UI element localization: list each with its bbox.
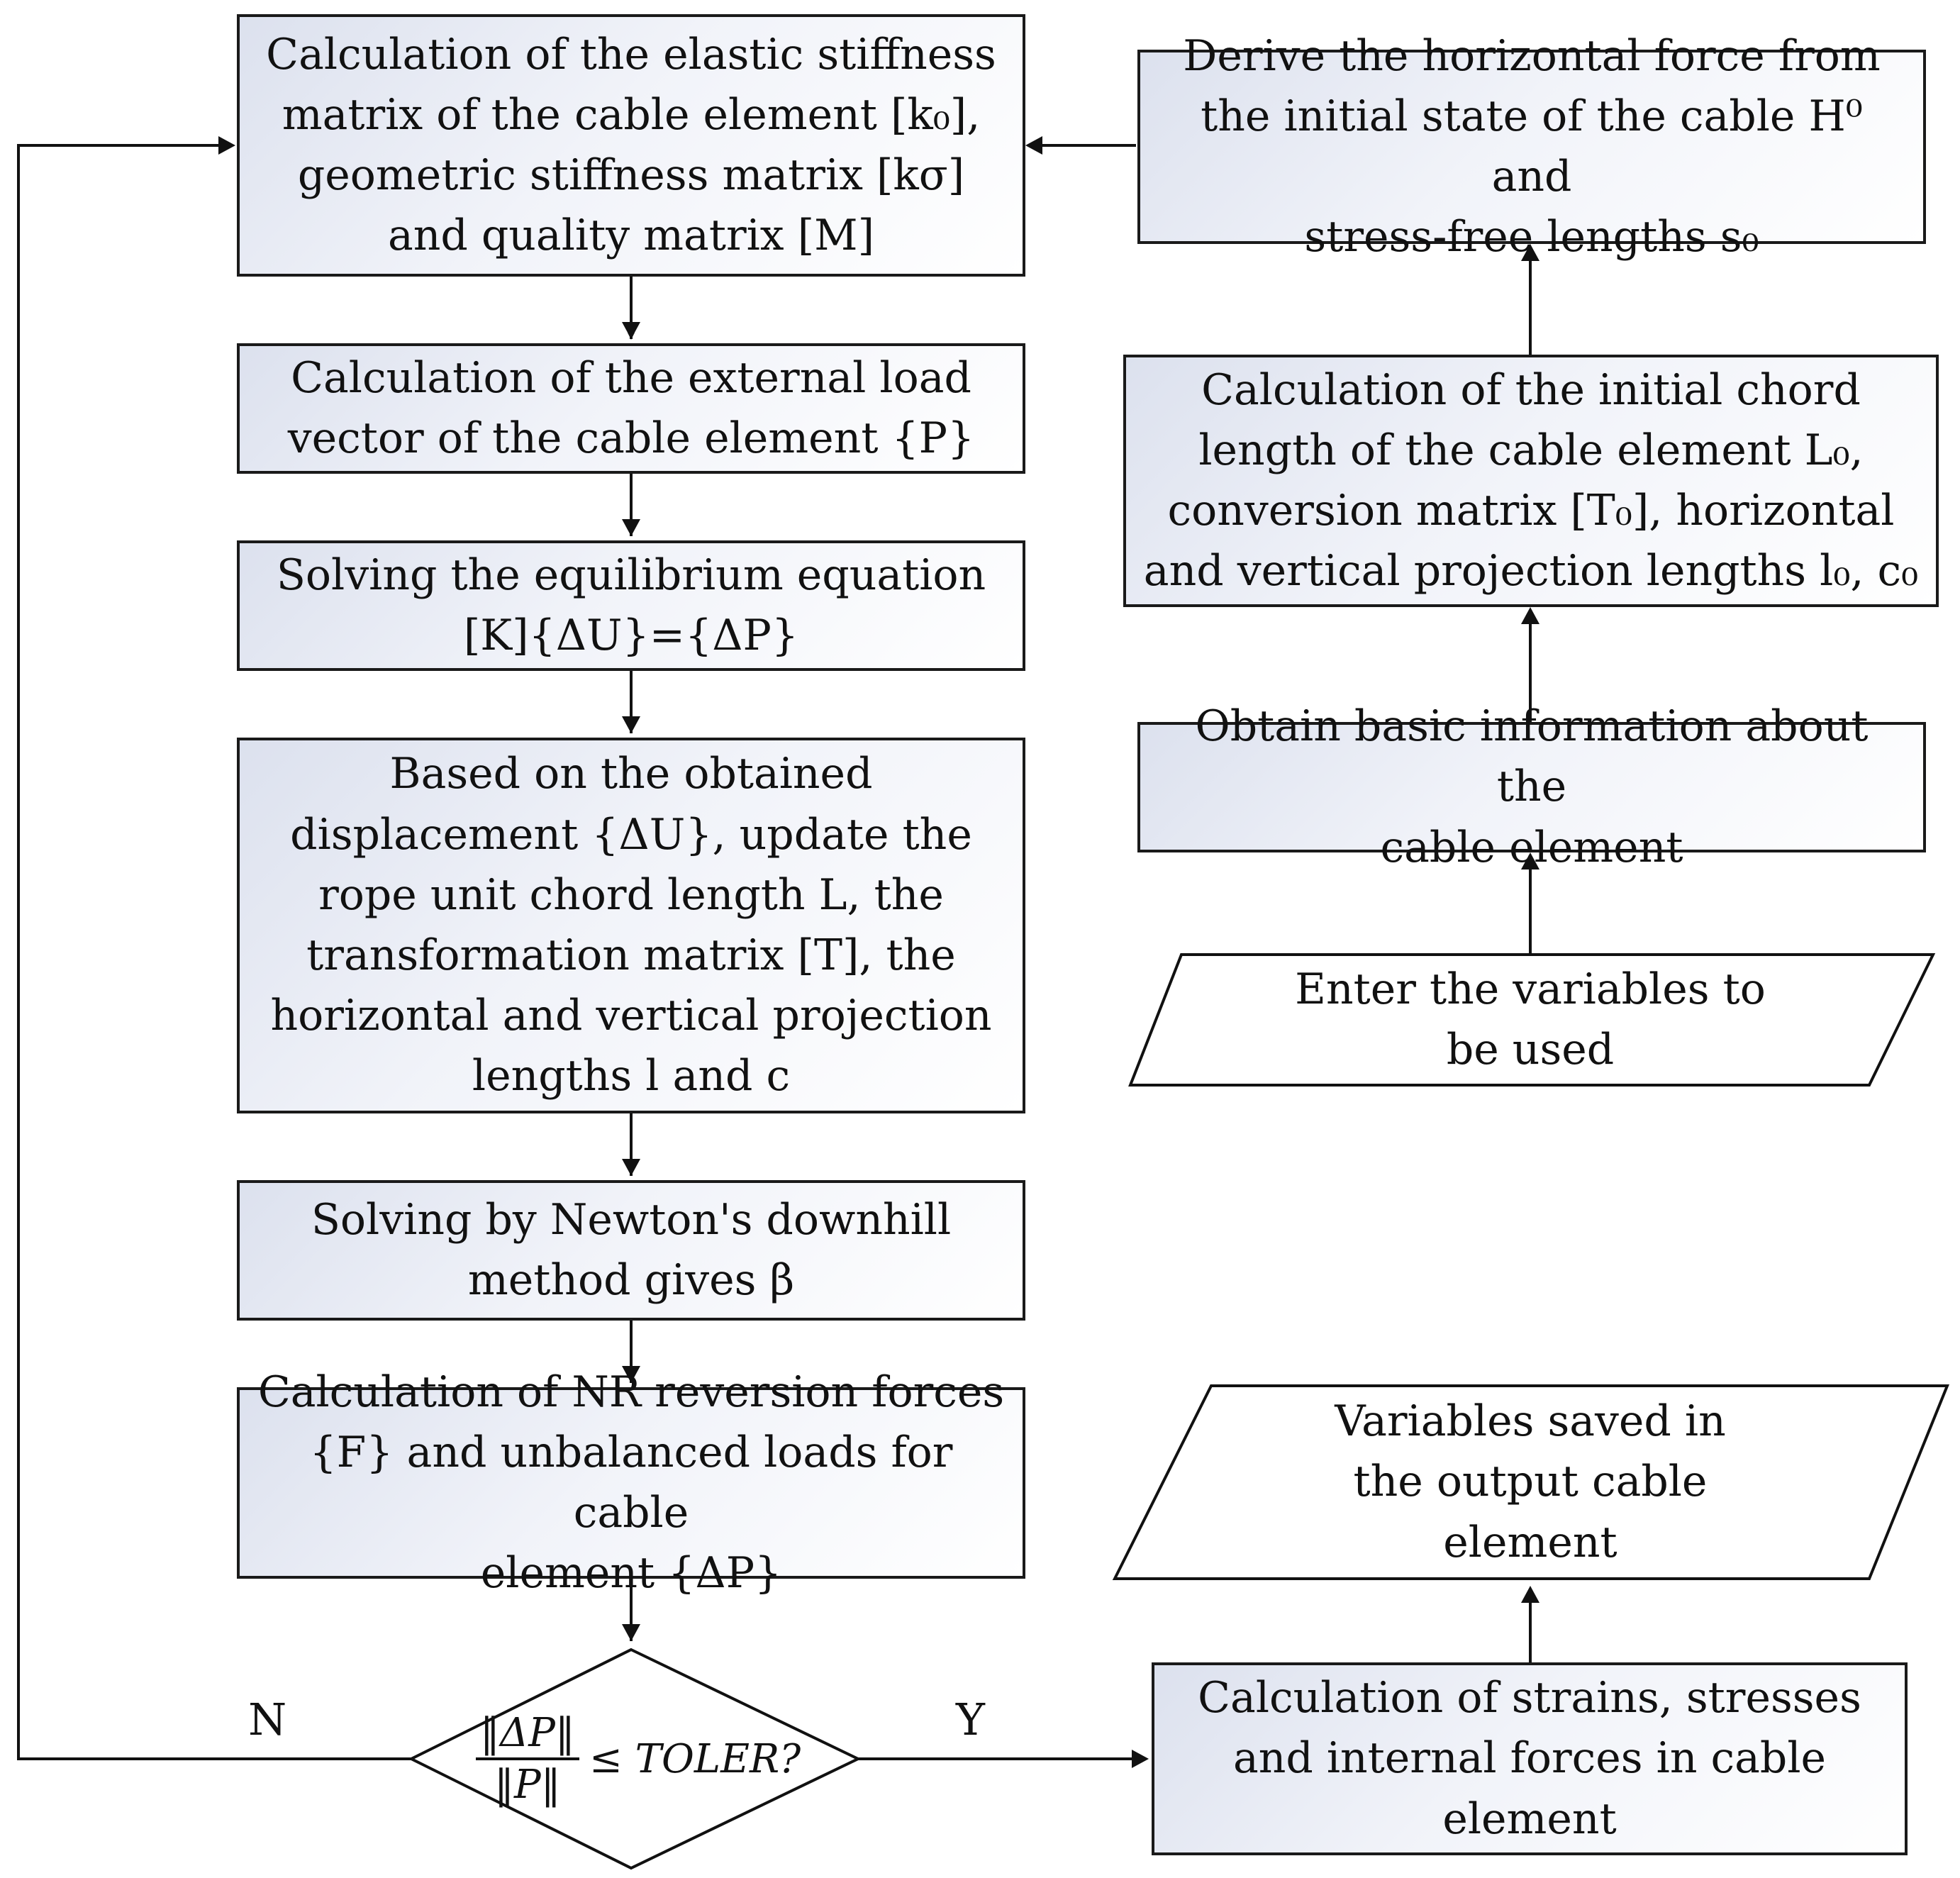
box-line: Obtain basic information about the <box>1195 701 1869 812</box>
decision-condition: ‖ΔP‖ ‖P‖ ≤ TOLER? <box>468 1688 808 1830</box>
io-line: element <box>1443 1517 1617 1567</box>
box-line: Calculation of the external load <box>291 352 971 403</box>
box-line: and vertical projection lengths l₀, c₀ <box>1143 546 1919 596</box>
box-line: Derive the horizontal force from <box>1183 30 1881 81</box>
strains-stresses-box: Calculation of strains, stresses and int… <box>1152 1662 1908 1855</box>
box-line: Solving the equilibrium equation <box>276 550 986 600</box>
newton-method-box: Solving by Newton's downhill method give… <box>237 1180 1025 1321</box>
tolerance-condition: ≤ TOLER? <box>589 1735 801 1782</box>
box-line: vector of the cable element {P} <box>287 413 975 463</box>
update-geometry-box: Based on the obtained displacement {ΔU},… <box>237 738 1025 1113</box>
decision-diamond <box>408 1648 862 1870</box>
equilibrium-box: Solving the equilibrium equation [K]{ΔU}… <box>237 540 1025 671</box>
input-parallelogram <box>1128 953 1936 1087</box>
box-line: Solving by Newton's downhill <box>311 1194 952 1245</box>
box-line: conversion matrix [T₀], horizontal <box>1167 486 1895 535</box>
initial-chord-box: Calculation of the initial chord length … <box>1123 355 1939 607</box>
fraction-numerator: ‖ΔP‖ <box>475 1710 579 1760</box>
reversion-forces-box: Calculation of NR reversion forces {F} a… <box>237 1367 1025 1598</box>
no-branch-label: N <box>248 1694 287 1745</box>
box-line: rope unit chord length L, the <box>318 869 944 920</box>
output-variables-text: Variables saved in the output cable elem… <box>1205 1386 1855 1579</box>
box-line: lengths l and c <box>472 1051 791 1101</box>
stiffness-matrix-box: Calculation of the elastic stiffness mat… <box>237 14 1025 277</box>
box-line: stress-free lengths s₀ <box>1304 212 1759 262</box>
box-line: length of the cable element L₀, <box>1198 425 1864 475</box>
box-line: matrix of the cable element [k₀], <box>282 89 981 140</box>
box-line: cable element <box>1380 822 1683 872</box>
box-line: Calculation of the initial chord <box>1201 365 1861 415</box>
box-line: geometric stiffness matrix [kσ] <box>297 150 965 200</box>
box-line: [K]{ΔU}={ΔP} <box>463 611 799 660</box>
yes-branch-label: Y <box>956 1694 985 1745</box>
arrow-no-loop <box>17 144 411 1760</box>
box-line: {F} and unbalanced loads for cable <box>309 1427 953 1538</box>
io-line: the output cable <box>1353 1457 1708 1507</box>
box-line: transformation matrix [T], the <box>306 930 956 980</box>
output-parallelogram <box>1112 1384 1949 1580</box>
fraction-denominator: ‖P‖ <box>494 1762 561 1808</box>
io-line: be used <box>1446 1025 1615 1074</box>
box-line: and internal forces in cable <box>1232 1733 1827 1784</box>
box-line: horizontal and vertical projection <box>270 991 992 1041</box>
io-line: Enter the variables to <box>1295 964 1766 1014</box>
basic-info-box: Obtain basic information about the cable… <box>1137 701 1926 872</box>
box-line: Calculation of the elastic stiffness <box>266 29 996 79</box>
box-line: Based on the obtained <box>389 749 873 799</box>
input-variables-text: Enter the variables to be used <box>1191 955 1869 1085</box>
box-line: displacement {ΔU}, update the <box>290 809 972 860</box>
io-line: Variables saved in <box>1335 1396 1726 1447</box>
box-line: element <box>1442 1794 1617 1844</box>
tolerance-fraction: ‖ΔP‖ ‖P‖ <box>475 1710 579 1808</box>
horizontal-force-box: Derive the horizontal force from the ini… <box>1137 31 1926 262</box>
box-line: element {ΔP} <box>480 1548 782 1599</box>
load-vector-box: Calculation of the external load vector … <box>237 343 1025 474</box>
box-line: the initial state of the cable H⁰ and <box>1201 91 1863 201</box>
box-line: Calculation of strains, stresses <box>1198 1673 1861 1723</box>
box-line: method gives β <box>467 1255 795 1305</box>
box-line: and quality matrix [M] <box>387 211 874 261</box>
box-line: Calculation of NR reversion forces <box>257 1367 1005 1417</box>
